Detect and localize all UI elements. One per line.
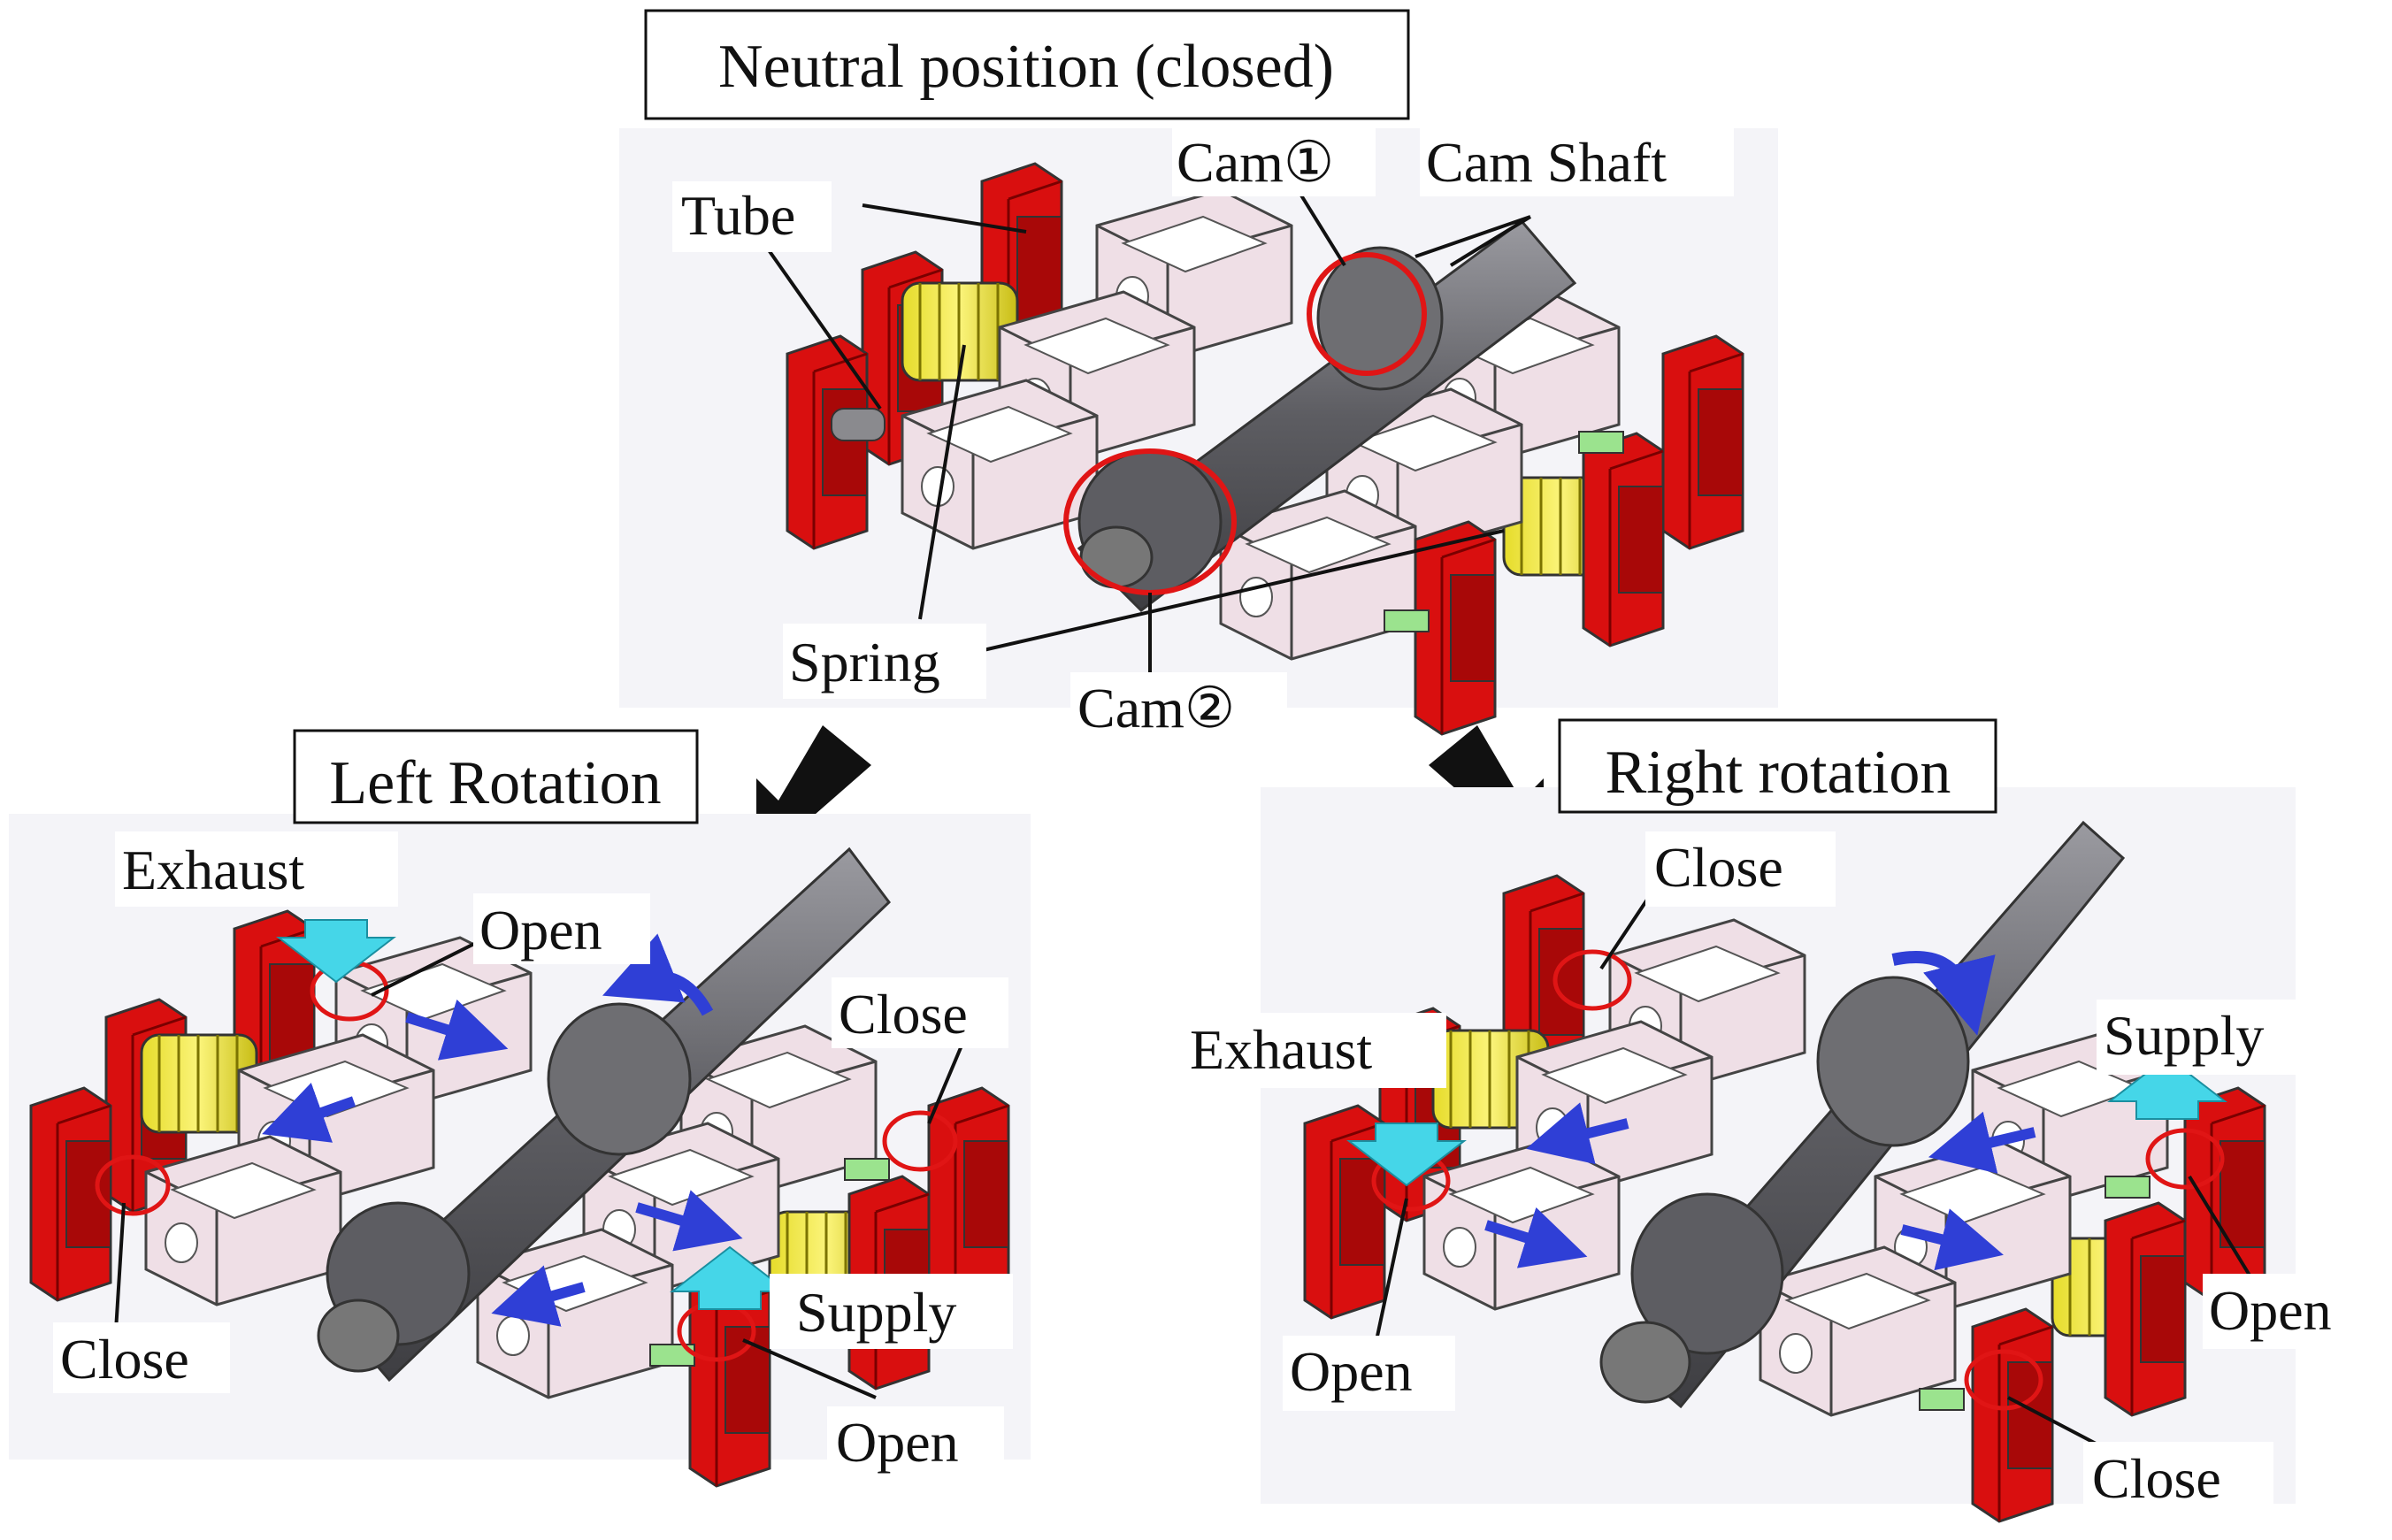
label-bg-right-close-bottom xyxy=(2083,1442,2273,1517)
arrow-blue-icon xyxy=(602,933,714,1016)
cam1-left xyxy=(547,1002,692,1156)
arrow-blue-icon xyxy=(1484,1207,1588,1268)
leader-left-open-bottom xyxy=(742,1338,877,1399)
leader-right-open-left xyxy=(1374,1198,1408,1345)
label-bg-cam-shaft xyxy=(1420,126,1734,196)
cam1-right xyxy=(1816,976,1970,1147)
leader-right-close-bottom xyxy=(2007,1396,2102,1448)
label-right-open-right: Open xyxy=(2209,1279,2332,1342)
leader-right-open-right xyxy=(2188,1175,2253,1280)
label-left-exhaust: Exhaust xyxy=(122,839,304,901)
tube-neutral-1 xyxy=(1578,431,1624,454)
neutral-panel: Neutral position (closed) xyxy=(619,9,1778,747)
leader-cam-shaft xyxy=(1414,215,1532,267)
label-bg-spring xyxy=(783,624,986,699)
label-bg-right-close-top xyxy=(1645,831,1836,907)
arrow-cyan-icon xyxy=(2107,1055,2227,1120)
right-title-box xyxy=(1558,718,1997,814)
label-right-close-bottom: Close xyxy=(2092,1447,2221,1510)
bracket-neutral-5 xyxy=(1582,432,1665,647)
arrow-blue-icon xyxy=(1526,1102,1629,1165)
label-left-open-top: Open xyxy=(479,899,602,962)
tube-left-1 xyxy=(844,1158,890,1181)
label-left-supply: Supply xyxy=(796,1281,956,1344)
label-bg-left-close-right xyxy=(832,977,1008,1048)
label-right-open-left: Open xyxy=(1290,1340,1413,1403)
label-cam1: Cam① xyxy=(1177,131,1334,194)
label-bg-right-exhaust xyxy=(1181,1013,1446,1088)
shaft-end-right xyxy=(1599,1321,1691,1404)
arrow-cyan-icon xyxy=(276,919,396,984)
leader-tube-2 xyxy=(862,203,1027,234)
leader-left-close-right xyxy=(927,1038,966,1124)
right-rotation-panel: Right rotation xyxy=(1181,718,2380,1523)
arrow-blue-icon xyxy=(635,1190,743,1252)
tube-right-2 xyxy=(1919,1388,1965,1411)
label-bg-left-exhaust xyxy=(115,831,398,907)
bracket-right-5 xyxy=(2104,1201,2187,1417)
label-left-open-bottom: Open xyxy=(836,1411,959,1474)
label-cam-shaft: Cam Shaft xyxy=(1426,131,1667,194)
leader-left-close-left xyxy=(113,1202,126,1345)
highlight-right-close-top xyxy=(1552,949,1632,1011)
arrow-blue-icon xyxy=(1900,1208,2004,1271)
bracket-neutral-4 xyxy=(1661,334,1744,550)
arrow-blue-icon xyxy=(1928,1111,2036,1174)
leader-spring-2 xyxy=(963,529,1505,656)
arrow-blue-icon xyxy=(1891,951,1996,1036)
leader-left-open-top xyxy=(371,936,487,997)
label-bg-left-open-top xyxy=(473,893,650,964)
label-tube: Tube xyxy=(681,184,795,247)
label-bg-right-open-right xyxy=(2203,1274,2380,1349)
label-left-close-right: Close xyxy=(839,983,968,1046)
tube-neutral-3 xyxy=(831,408,886,441)
label-cam2: Cam② xyxy=(1077,677,1235,739)
left-rotation-panel: Left Rotation xyxy=(9,729,1031,1488)
label-bg-left-supply xyxy=(770,1274,1013,1349)
left-title: Left Rotation xyxy=(329,749,661,817)
label-right-exhaust: Exhaust xyxy=(1190,1018,1372,1081)
label-bg-right-supply xyxy=(2097,1000,2327,1075)
right-title: Right rotation xyxy=(1606,739,1951,807)
arrow-blue-icon xyxy=(405,999,509,1061)
tube-neutral-2 xyxy=(1384,609,1430,632)
label-bg-tube xyxy=(672,181,832,252)
label-bg-left-open-bottom xyxy=(827,1406,1004,1477)
left-title-box xyxy=(293,729,699,824)
shaft-end-left xyxy=(317,1299,400,1373)
label-right-close-top: Close xyxy=(1654,836,1783,899)
highlight-right-open-right xyxy=(2145,1128,2225,1190)
arrow-blue-icon xyxy=(262,1082,356,1143)
arrow-cyan-icon xyxy=(1346,1122,1467,1187)
label-right-supply: Supply xyxy=(2104,1004,2264,1067)
bracket-right-3 xyxy=(1303,1104,1386,1320)
highlight-left-close-left xyxy=(95,1154,171,1216)
label-bg-right-open-left xyxy=(1283,1336,1455,1411)
neutral-title: Neutral position (closed) xyxy=(718,33,1334,101)
label-bg-left-close-left xyxy=(53,1322,230,1393)
label-bg-cam1 xyxy=(1172,126,1376,196)
label-left-close-left: Close xyxy=(60,1328,189,1391)
leader-spring-1 xyxy=(918,344,966,620)
neutral-title-box xyxy=(644,9,1410,120)
leader-tube-1 xyxy=(759,237,882,410)
arrow-cyan-icon xyxy=(670,1245,790,1310)
label-spring: Spring xyxy=(789,631,940,693)
bracket-neutral-3 xyxy=(786,334,869,550)
tube-right-1 xyxy=(2104,1176,2150,1199)
cam2-right xyxy=(1630,1192,1784,1355)
highlight-left-close-right xyxy=(882,1110,958,1172)
shaft-end-neutral xyxy=(1079,525,1154,589)
highlight-right-close-bottom xyxy=(1964,1349,2043,1411)
arrow-blue-icon xyxy=(491,1265,586,1327)
label-bg-cam2 xyxy=(1070,672,1287,747)
cam1-highlight xyxy=(1307,252,1427,376)
